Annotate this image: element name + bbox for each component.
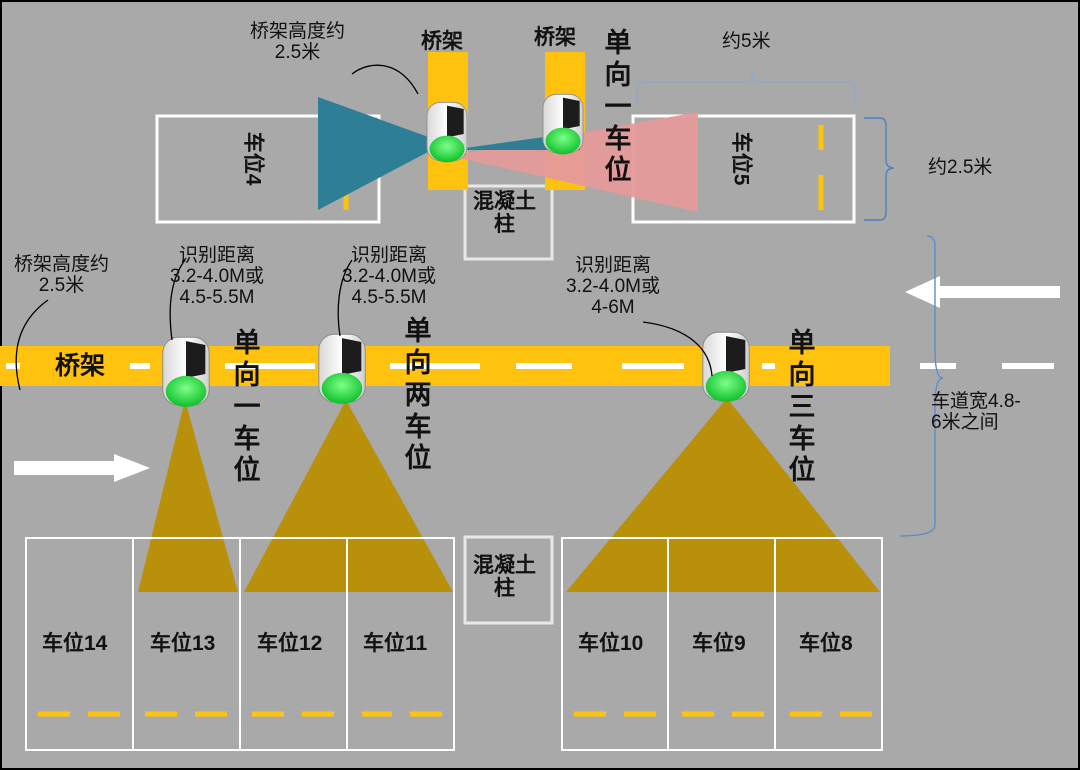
detection-cone-pink [451, 112, 698, 212]
detection-cone-1 [138, 400, 238, 592]
height-brace [864, 117, 895, 221]
main-section [0, 235, 1060, 751]
detection-cone-2 [244, 400, 453, 592]
camera-mode-2: 单向两车位 [404, 316, 432, 474]
camera-icon [426, 101, 468, 163]
bridge-height-note-main: 桥架高度约 2.5米 [14, 254, 110, 296]
concrete-column-label-bottom: 混凝土 柱 [473, 554, 536, 601]
camera-mode-1: 单向一车位 [233, 328, 261, 486]
parking-grid-left [25, 537, 455, 751]
leader-line [169, 259, 186, 341]
spot-label-12: 车位12 [257, 632, 323, 655]
spot-label-8: 车位8 [799, 632, 853, 655]
leader-line [15, 299, 49, 391]
spot-label-11: 车位11 [363, 632, 428, 655]
camera-range-1: 识别距离 3.2-4.0M或 4.5-5.5M [170, 245, 264, 308]
camera-icon [318, 333, 366, 405]
width-brace [636, 71, 856, 105]
concrete-column-top [463, 184, 554, 261]
bridge-height-note-top: 桥架高度约 2.5米 [250, 21, 346, 63]
camera-icon [702, 331, 750, 403]
parking-grid-right [561, 537, 883, 751]
arrow-right-icon [14, 454, 150, 482]
concrete-column-bottom [463, 535, 554, 625]
spot-label-13: 车位13 [150, 632, 216, 655]
spot-label-9: 车位9 [692, 632, 746, 655]
spot-label-14: 车位14 [42, 632, 108, 655]
camera-range-3: 识别距离 3.2-4.0M或 4-6M [566, 255, 660, 318]
camera-mode-top: 单向一车位 [604, 28, 632, 186]
height-note: 约2.5米 [928, 157, 993, 178]
lane-width-brace [899, 235, 944, 537]
spot-label-4: 车位4 [241, 131, 265, 186]
width-note: 约5米 [722, 31, 771, 52]
detection-cone-teal [318, 97, 445, 210]
top-section [155, 52, 895, 261]
leader-line [351, 64, 419, 95]
camera-range-2: 识别距离 3.2-4.0M或 4.5-5.5M [342, 245, 436, 308]
lane-width-note: 车道宽4.8- 6米之间 [931, 391, 1021, 433]
spot-label-10: 车位10 [578, 632, 644, 655]
bridge-label-top-right: 桥架 [534, 26, 576, 49]
spot-label-5: 车位5 [729, 131, 753, 186]
leader-line [337, 259, 353, 337]
camera-mode-3: 单向三车位 [788, 328, 816, 486]
camera-icon [542, 93, 584, 155]
leader-line [642, 321, 713, 377]
bridge-label-main: 桥架 [55, 352, 106, 380]
bridge-label-top-left: 桥架 [421, 30, 463, 53]
arrow-left-icon [905, 276, 1060, 308]
camera-icon [162, 336, 210, 408]
concrete-column-label-top: 混凝土 柱 [473, 190, 536, 237]
detection-cone-3 [566, 398, 880, 592]
